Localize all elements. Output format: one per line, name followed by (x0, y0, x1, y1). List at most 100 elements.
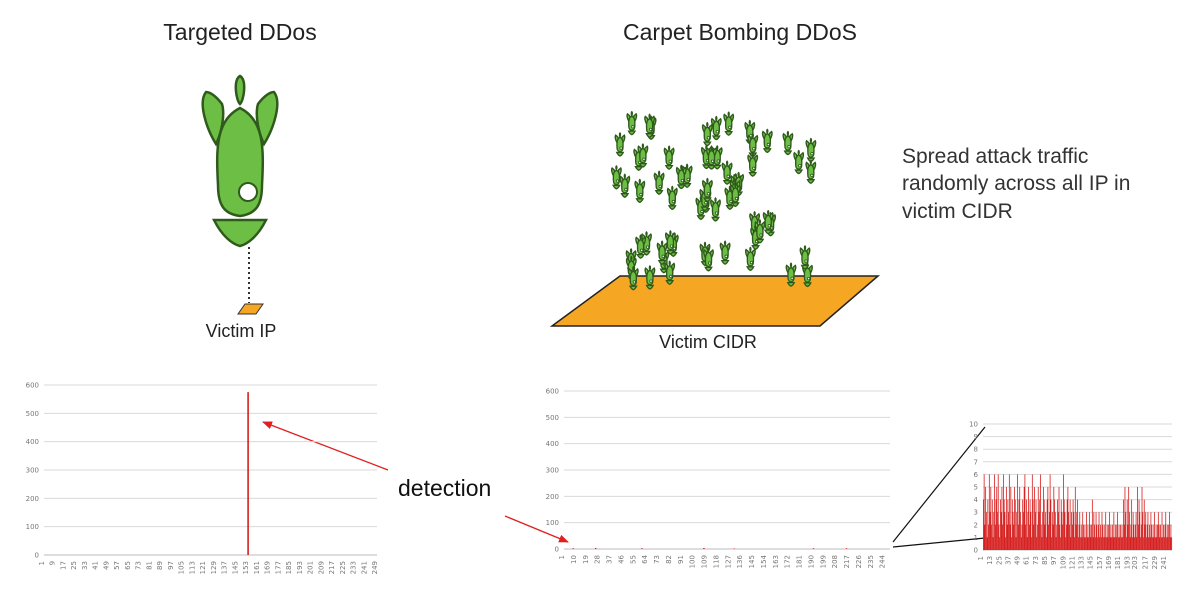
bar (1114, 524, 1116, 550)
bar (1018, 499, 1020, 550)
bar (1045, 512, 1047, 550)
bar (1060, 537, 1061, 550)
bar (1160, 524, 1161, 550)
bar (994, 524, 996, 550)
missile-icon (706, 145, 717, 170)
bar (1097, 524, 1099, 550)
bar (1158, 524, 1160, 550)
x-tick-label: 1 (977, 556, 985, 560)
x-tick-label: 82 (665, 555, 673, 564)
y-tick-label: 7 (974, 458, 978, 466)
x-tick-label: 85 (1041, 556, 1049, 565)
bar (1015, 537, 1017, 550)
bar (984, 524, 986, 550)
bar (1040, 524, 1042, 550)
bar (1108, 524, 1110, 550)
bar (1111, 537, 1113, 550)
missile-icon (653, 170, 665, 195)
bar (1028, 487, 1030, 550)
bar (1020, 537, 1022, 550)
x-tick-label: 19 (582, 555, 590, 564)
y-tick-label: 0 (555, 546, 559, 554)
bar (1092, 537, 1094, 550)
bar (1002, 524, 1004, 550)
y-tick-label: 600 (546, 388, 559, 396)
bar (1066, 499, 1068, 550)
bar (1120, 524, 1121, 550)
bar (1144, 524, 1146, 550)
bar (1085, 537, 1087, 550)
bar (1165, 512, 1167, 550)
bar (1102, 524, 1104, 550)
bar (997, 474, 999, 550)
bar (1084, 524, 1086, 550)
bar (1087, 524, 1089, 550)
bar (1043, 499, 1045, 550)
bar (1017, 524, 1019, 550)
y-tick-label: 400 (546, 440, 559, 448)
bar (1090, 537, 1092, 550)
bar (1074, 537, 1075, 550)
x-tick-label: 9 (49, 561, 57, 565)
x-tick-label: 55 (629, 555, 637, 564)
bar (1101, 512, 1103, 550)
bar (1117, 537, 1119, 550)
bar (1146, 537, 1147, 550)
bar (988, 474, 990, 550)
bar (1027, 512, 1029, 550)
x-tick-label: 37 (606, 555, 614, 564)
bar (1106, 524, 1108, 550)
y-tick-label: 300 (26, 467, 39, 475)
bar (1091, 524, 1093, 550)
zoom-line-top (892, 426, 986, 543)
x-tick-label: 49 (103, 561, 111, 570)
bar (1074, 487, 1076, 550)
bar (1046, 499, 1048, 550)
missile-icon (710, 197, 721, 222)
bar (1082, 512, 1084, 550)
bar (1094, 524, 1095, 550)
bar (1096, 524, 1098, 550)
missile-icon (762, 209, 774, 235)
x-tick-label: 105 (178, 561, 186, 574)
bar (1034, 487, 1035, 550)
bar (1083, 524, 1084, 550)
x-tick-label: 121 (1069, 556, 1077, 569)
bar (1104, 537, 1106, 550)
x-tick-label: 109 (1059, 556, 1067, 569)
bar (1004, 512, 1006, 550)
bar (1079, 512, 1081, 550)
missile-icon (785, 262, 797, 287)
bar (1105, 512, 1107, 550)
bar (1111, 524, 1113, 550)
bar (1086, 537, 1088, 550)
bar (1000, 512, 1002, 550)
bar (1068, 512, 1070, 550)
x-tick-label: 145 (748, 555, 756, 568)
bar (1052, 524, 1054, 550)
missile-icon (729, 182, 741, 208)
x-tick-label: 203 (1131, 556, 1139, 569)
bar (1159, 537, 1161, 550)
bar (1006, 524, 1008, 550)
description-line-2: randomly across all IP in (902, 172, 1130, 195)
bar (1076, 512, 1078, 550)
x-tick-label: 190 (807, 555, 815, 568)
x-tick-label: 233 (350, 561, 358, 574)
bar (1047, 487, 1049, 550)
bar (1048, 512, 1050, 550)
x-tick-label: 154 (760, 554, 768, 568)
bar (1170, 524, 1172, 550)
x-tick-label: 193 (1123, 556, 1131, 569)
bar (994, 474, 995, 550)
bar (1166, 537, 1167, 550)
x-tick-label: 235 (867, 555, 875, 568)
x-tick-label: 185 (285, 561, 293, 574)
bar (1100, 537, 1102, 550)
bar (1056, 524, 1058, 550)
bar (1130, 524, 1132, 550)
bar (1154, 537, 1156, 550)
bar (1031, 537, 1032, 550)
bar (1077, 537, 1079, 550)
